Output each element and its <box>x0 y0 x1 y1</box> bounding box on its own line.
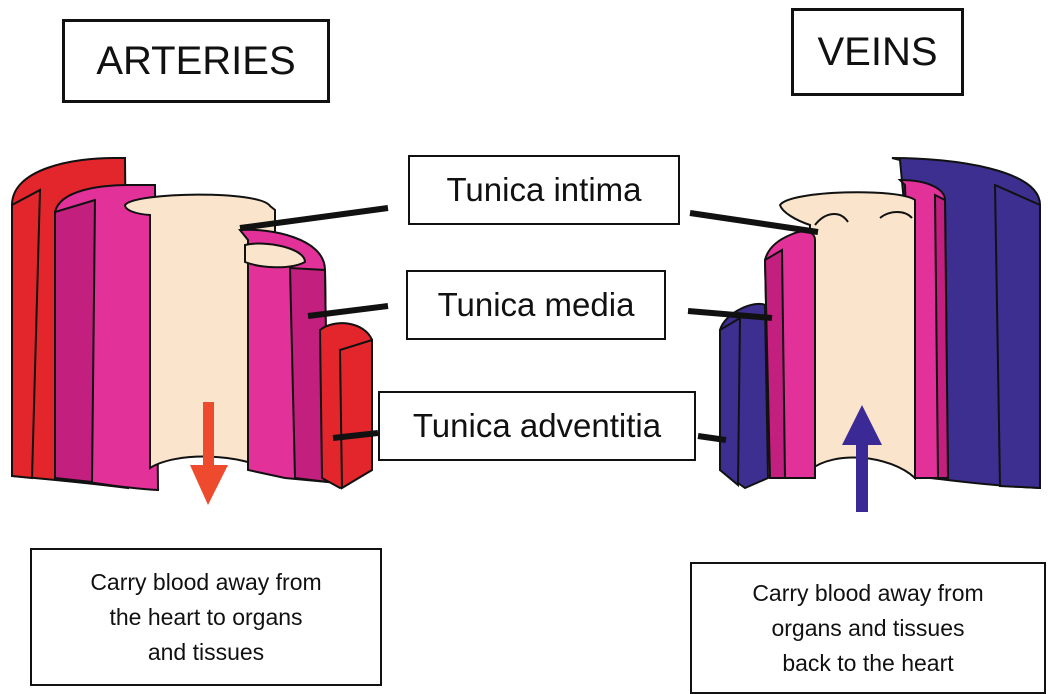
pointer-adventitia-vein <box>698 436 726 440</box>
arteries-title: ARTERIES <box>62 19 330 103</box>
tunica-media-label: Tunica media <box>406 270 666 340</box>
veins-description-text: Carry blood away from organs and tissues… <box>752 576 983 681</box>
artery-adventitia-step-edge <box>340 340 372 488</box>
vein-adventitia-step-edge <box>720 318 740 485</box>
veins-title: VEINS <box>791 8 964 96</box>
arteries-description: Carry blood away from the heart to organ… <box>30 548 382 686</box>
artery-media-edge <box>55 200 95 482</box>
tunica-intima-label: Tunica intima <box>408 155 680 225</box>
vein-vessel <box>720 158 1040 512</box>
arteries-description-text: Carry blood away from the heart to organ… <box>90 565 321 670</box>
vein-adventitia-edge <box>995 185 1040 488</box>
vein-media-edge <box>935 195 948 478</box>
artery-vessel <box>12 158 372 505</box>
tunica-adventitia-label: Tunica adventitia <box>378 391 696 461</box>
veins-description: Carry blood away from organs and tissues… <box>690 562 1046 694</box>
